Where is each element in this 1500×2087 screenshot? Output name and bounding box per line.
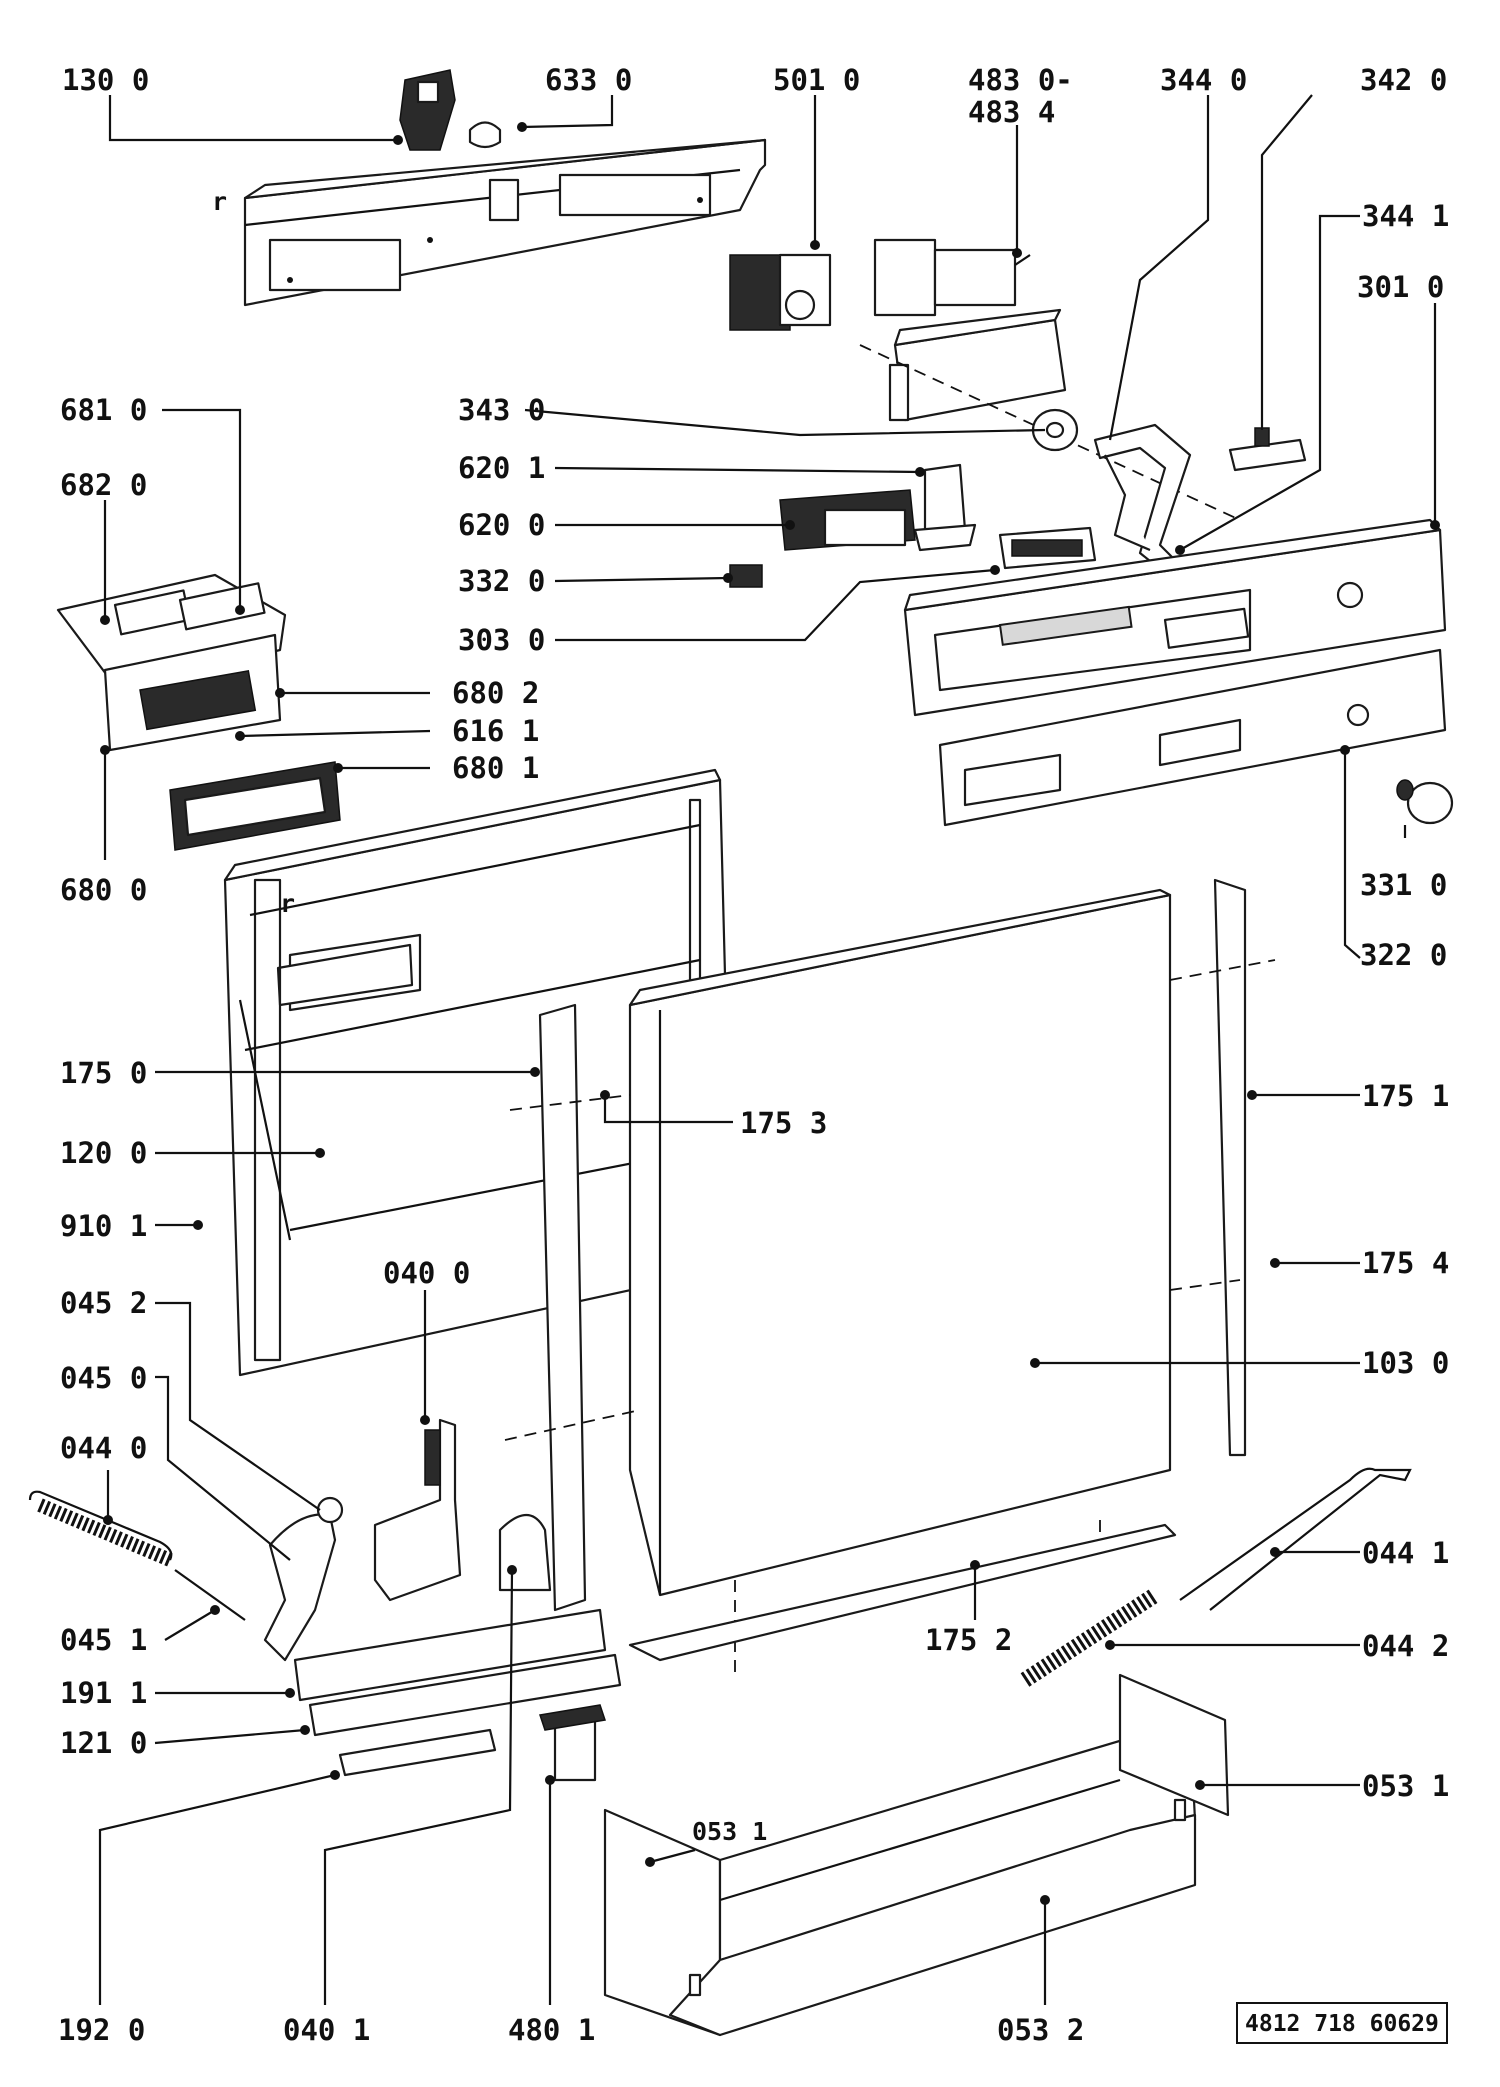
label-045-0: 045 0	[60, 1361, 147, 1395]
label-175-1: 175 1	[1362, 1079, 1449, 1113]
label-322-0: 322 0	[1360, 938, 1447, 972]
label-680-0: 680 0	[60, 873, 147, 907]
clamp-part	[399, 69, 456, 151]
timer-part	[729, 253, 832, 331]
drawing-code-text: 4812 718 60629	[1245, 2011, 1439, 2037]
label-301-0: 301 0	[1357, 270, 1444, 304]
small-bracket-part	[1228, 427, 1307, 472]
latch-part	[539, 1704, 606, 1782]
inner-door-part: r	[223, 768, 727, 1377]
label-681-0: 681 0	[60, 393, 147, 427]
side-strip-left-part	[538, 1003, 587, 1612]
label-910-1: 910 1	[60, 1209, 147, 1243]
label-480-1: 480 1	[508, 2013, 595, 2047]
label-620-0: 620 0	[458, 508, 545, 542]
leader-lines	[98, 94, 1437, 2005]
spring-right-part	[1020, 1467, 1412, 1687]
knob-part	[1396, 779, 1454, 825]
door-stop-part	[498, 1514, 552, 1592]
label-040-1: 040 1	[283, 2013, 370, 2047]
label-501-0: 501 0	[773, 63, 860, 97]
hinge-bracket-part	[373, 1418, 462, 1602]
clip-part	[468, 121, 502, 149]
connector-part	[873, 238, 1031, 317]
label-053-2: 053 2	[997, 2013, 1084, 2047]
hinge-rails-part	[293, 1608, 622, 1777]
label-045-2: 045 2	[60, 1286, 147, 1320]
label-045-1: 045 1	[60, 1623, 147, 1657]
label-342-0: 342 0	[1360, 63, 1447, 97]
label-130-0: 130 0	[62, 63, 149, 97]
label-053-1-left: 053 1	[692, 1817, 767, 1846]
bottom-rail-part	[628, 1523, 1177, 1662]
lower-panel-part	[938, 648, 1447, 827]
callout-labels: 130 0 633 0 501 0 483 0- 483 4 344 0 342…	[58, 63, 1449, 2047]
label-332-0: 332 0	[458, 564, 545, 598]
label-483-0: 483 0-	[968, 63, 1073, 97]
label-483-4: 483 4	[968, 95, 1055, 129]
label-682-0: 682 0	[60, 468, 147, 502]
label-680-1: 680 1	[452, 751, 539, 785]
label-680-2: 680 2	[452, 676, 539, 710]
label-343-0: 343 0	[458, 393, 545, 427]
label-175-0: 175 0	[60, 1056, 147, 1090]
label-044-2: 044 2	[1362, 1629, 1449, 1663]
label-175-3: 175 3	[740, 1106, 827, 1140]
drawing-code-stamp: 4812 718 60629	[1236, 2002, 1448, 2044]
label-175-2: 175 2	[925, 1623, 1012, 1657]
control-panel-part	[903, 518, 1447, 717]
top-rail-part: r	[212, 138, 767, 307]
switch-holder-part	[913, 463, 977, 552]
label-044-1: 044 1	[1362, 1536, 1449, 1570]
label-175-4: 175 4	[1362, 1246, 1449, 1280]
side-strip-right-part	[1213, 878, 1247, 1457]
door-panel-part	[628, 888, 1172, 1597]
corner-mark-top: r	[212, 187, 227, 216]
label-053-1-right: 053 1	[1362, 1769, 1449, 1803]
leader-dots	[100, 122, 1440, 1905]
hinge-arm-part	[263, 1496, 344, 1662]
label-303-0: 303 0	[458, 623, 545, 657]
label-633-0: 633 0	[545, 63, 632, 97]
dispenser-part	[56, 573, 287, 752]
label-344-1: 344 1	[1362, 199, 1449, 233]
lever-part	[1093, 423, 1192, 575]
label-331-0: 331 0	[1360, 868, 1447, 902]
label-044-0: 044 0	[60, 1431, 147, 1465]
label-040-0: 040 0	[383, 1256, 470, 1290]
label-616-1: 616 1	[452, 714, 539, 748]
label-192-0: 192 0	[58, 2013, 145, 2047]
label-620-1: 620 1	[458, 451, 545, 485]
label-120-0: 120 0	[60, 1136, 147, 1170]
seal-part	[169, 761, 341, 851]
spring-left-part	[28, 1490, 246, 1621]
timer-bracket-part	[888, 308, 1067, 422]
label-344-0: 344 0	[1160, 63, 1247, 97]
corner-mark-door: r	[280, 889, 295, 918]
cap-part	[729, 564, 763, 588]
label-191-1: 191 1	[60, 1676, 147, 1710]
button-frame-part	[998, 526, 1097, 570]
switch-block-part	[779, 489, 916, 551]
plinth-part	[603, 1673, 1230, 2037]
washer-part	[1031, 408, 1079, 452]
label-103-0: 103 0	[1362, 1346, 1449, 1380]
label-121-0: 121 0	[60, 1726, 147, 1760]
